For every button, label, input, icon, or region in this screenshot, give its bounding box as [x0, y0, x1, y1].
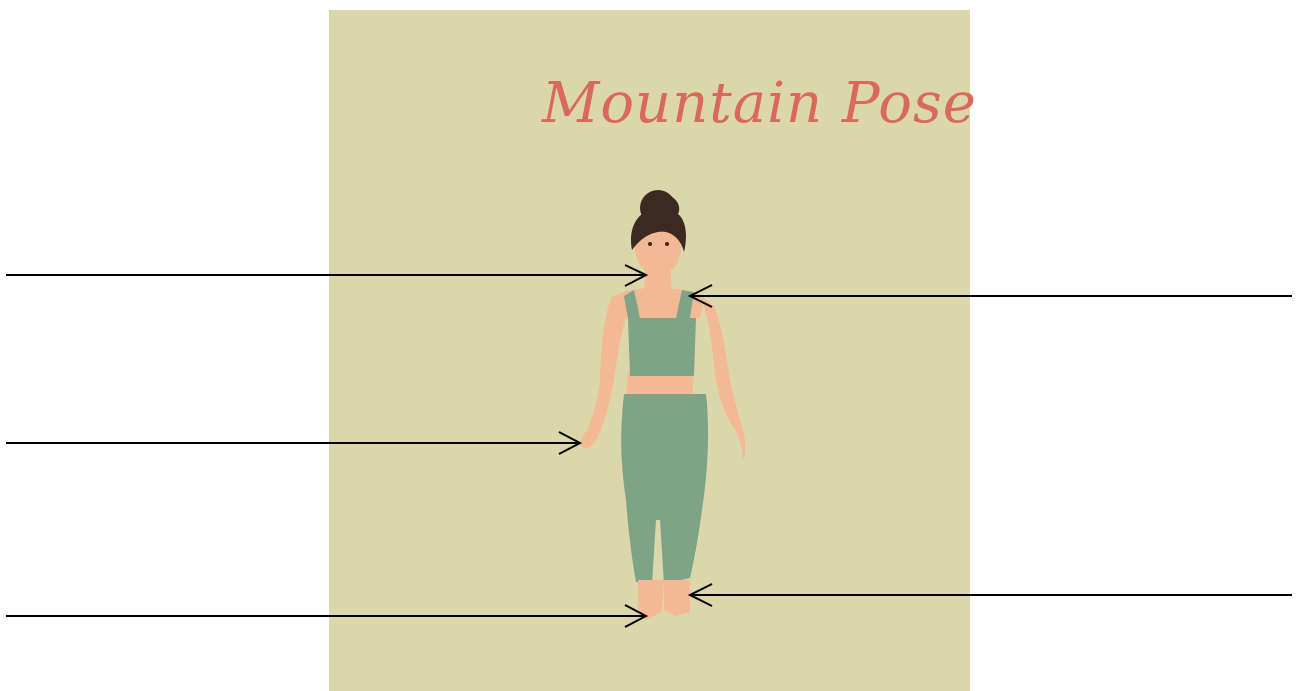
- hair-bun: [640, 190, 676, 226]
- poster-title: Mountain Pose: [541, 71, 977, 136]
- left-eye: [648, 242, 652, 246]
- right-eye: [665, 242, 669, 246]
